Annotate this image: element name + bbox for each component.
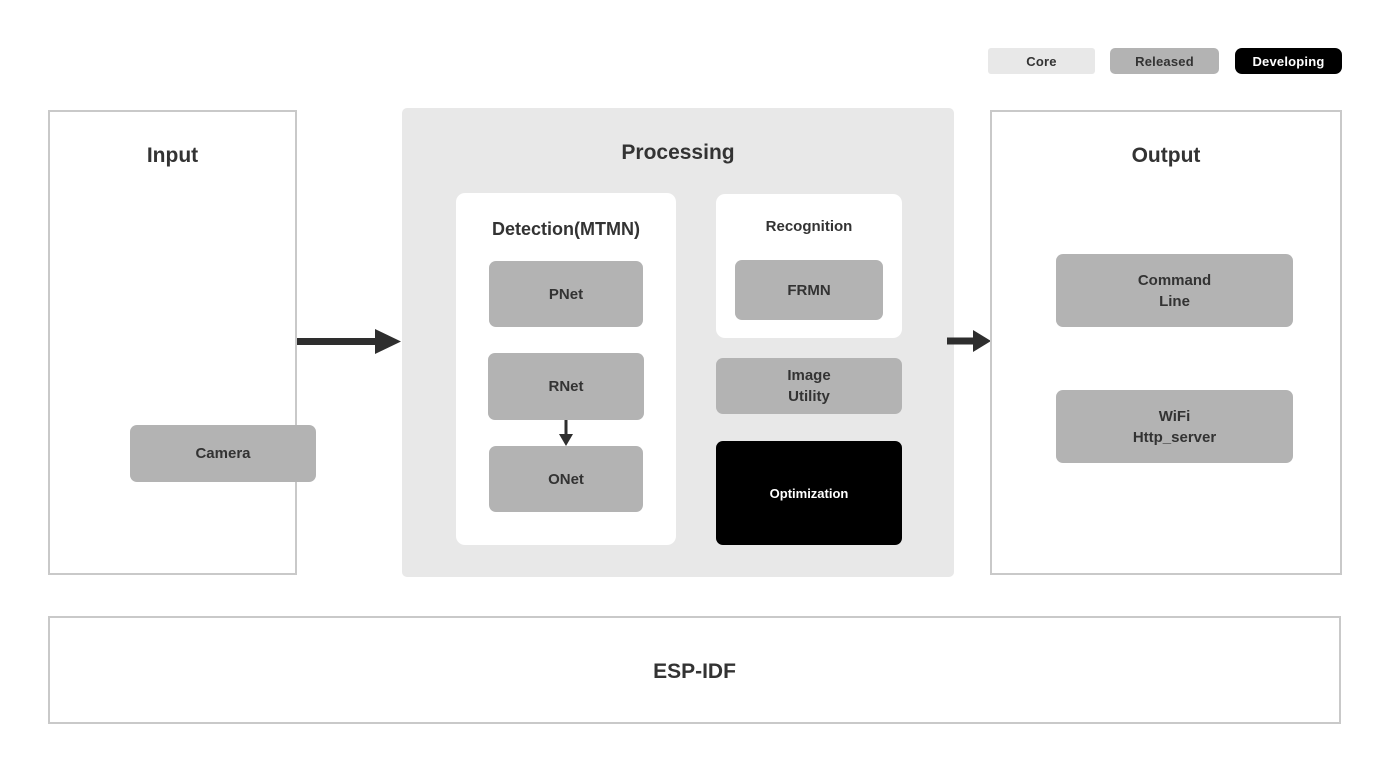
optimization-block: Optimization — [716, 441, 902, 545]
output-panel-title: Output — [1131, 144, 1201, 167]
esp-idf-title: ESP-IDF — [653, 660, 736, 683]
optimization-label: Optimization — [769, 485, 849, 501]
wifi-label-line1: WiFi — [1158, 407, 1191, 425]
rnet-label: RNet — [548, 378, 584, 395]
image-utility-label-line2: Utility — [788, 388, 830, 405]
esp-idf-panel: ESP-IDF — [48, 616, 1341, 724]
image-utility-label-line1: Image — [787, 367, 831, 384]
command-line-label-line2: Line — [1159, 292, 1190, 310]
recognition-group: Recognition FRMN — [716, 194, 902, 338]
frmn-block: FRMN — [735, 260, 883, 320]
legend-released-label: Released — [1135, 53, 1194, 69]
arrow-rnet-to-onet — [559, 420, 573, 446]
camera-block: Camera — [130, 425, 316, 482]
command-line-block: Command Line — [1056, 254, 1293, 327]
legend-developing-label: Developing — [1252, 53, 1325, 69]
rnet-block: RNet — [488, 353, 644, 420]
onet-label: ONet — [548, 470, 584, 488]
input-panel: Input Camera — [48, 110, 316, 575]
command-line-label-line1: Command — [1137, 271, 1212, 289]
processing-title: Processing — [621, 141, 735, 164]
detection-mtmn-group: Detection(MTMN) PNet RNet ONet — [456, 193, 1023, 545]
detection-group-title: Detection(MTMN) — [492, 219, 640, 239]
input-panel-title: Input — [146, 144, 199, 167]
onet-block: ONet — [489, 446, 643, 512]
legend-developing-badge: Developing — [1235, 48, 1342, 74]
frmn-label: FRMN — [787, 281, 831, 299]
processing-area: Processing Detection(MTMN) PNet RNet ONe… — [402, 108, 1023, 577]
legend-core-label: Core — [1026, 53, 1057, 69]
arrow-input-to-processing — [297, 329, 401, 354]
wifi-label-line2: Http_server — [1132, 428, 1217, 446]
pnet-block: PNet — [489, 261, 643, 327]
output-panel: Output Command Line WiFi Http_server — [990, 110, 1342, 575]
wifi-http-server-block: WiFi Http_server — [1056, 390, 1293, 463]
camera-label: Camera — [195, 445, 251, 462]
legend-core-badge: Core — [988, 48, 1095, 74]
recognition-group-title: Recognition — [765, 218, 853, 235]
pnet-label: PNet — [548, 285, 584, 303]
image-utility-block: Image Utility — [716, 358, 902, 414]
legend-released-badge: Released — [1110, 48, 1219, 74]
arrow-processing-to-output — [947, 330, 991, 352]
